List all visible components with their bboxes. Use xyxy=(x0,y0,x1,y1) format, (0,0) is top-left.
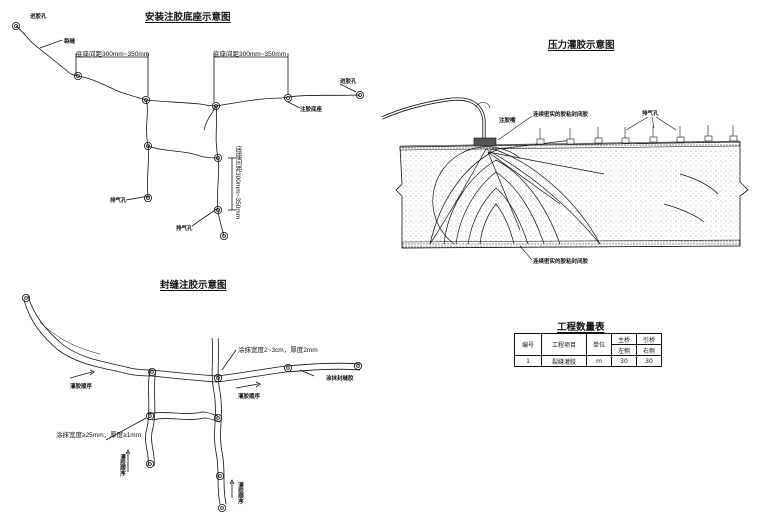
header-left-group: 主桥 xyxy=(611,333,637,345)
nozzle-label: 注胶嘴 xyxy=(499,118,516,124)
header-right-group: 引桥 xyxy=(636,333,662,345)
base-panel-title: 安装注胶底座示意图 xyxy=(145,12,231,23)
spacing-right-label: 底座间距300mm~350mm xyxy=(213,51,287,58)
row-main: 30 xyxy=(611,355,637,367)
injection-base xyxy=(11,21,364,240)
header-no: 编号 xyxy=(514,333,542,356)
injection-base xyxy=(21,293,362,512)
order-vertical-right-label: 灌胶顺序 xyxy=(237,482,243,504)
seal-bottom-label: 连续密实的胶粘封闭胶 xyxy=(533,259,589,265)
injection-nozzle-base xyxy=(473,137,497,147)
quantity-table-title: 工程数量表 xyxy=(557,322,605,333)
header-sub-right: 右侧 xyxy=(636,344,662,356)
base-install-diagram xyxy=(11,21,364,240)
row-unit: m xyxy=(586,355,612,367)
header-sub-left: 左侧 xyxy=(611,344,637,356)
header-item: 工程项目 xyxy=(541,333,587,356)
row-no: 1 xyxy=(514,355,542,367)
pressure-panel-title: 压力灌胶示意图 xyxy=(548,40,615,51)
row-approach: 30 xyxy=(636,355,662,367)
vent-label: 排气孔 xyxy=(642,111,659,117)
width-bottom-label: 涂抹宽度≥25mm，厚度≥1mm xyxy=(56,432,142,439)
order-vertical-left-label: 灌胶顺序 xyxy=(119,454,125,476)
drain-hole-label: 进胶孔 xyxy=(30,14,47,20)
seal-top-label: 连续密实的胶粘封闭胶 xyxy=(533,112,589,118)
order-left-label: 灌胶顺序 xyxy=(70,384,93,390)
row-item: 裂缝灌胶 xyxy=(541,355,587,367)
vent-nozzles xyxy=(536,135,738,145)
width-top-label: 涂抹宽度2~3cm，厚度2mm xyxy=(238,347,318,354)
pressure-injection-diagram xyxy=(381,97,749,261)
seal-panel-title: 封缝注胶示意图 xyxy=(160,280,227,291)
crack-label: 裂缝 xyxy=(64,39,76,45)
order-mid-label: 灌胶顺序 xyxy=(238,394,261,400)
drain-hole-right-label: 进胶孔 xyxy=(340,79,357,85)
injection-base-label: 注胶底座 xyxy=(300,107,323,113)
seal-glue-label: 涂抹封缝胶 xyxy=(326,376,354,382)
spacing-vertical-label: 底座间距300mm~350mm xyxy=(234,146,241,220)
seal-crack-diagram xyxy=(21,293,362,512)
table-row: 1 裂缝灌胶 m 30 30 xyxy=(514,355,662,367)
vent-hole-bottom-label: 排气孔 xyxy=(176,226,193,232)
header-unit: 单位 xyxy=(586,333,612,356)
vent-hole-left-label: 排气孔 xyxy=(110,198,127,204)
quantity-table: 编号 工程项目 单位 主桥 引桥 左侧 右侧 1 裂缝灌胶 m 30 30 xyxy=(514,333,662,367)
spacing-left-label: 底座间距300mm~350mm xyxy=(76,51,150,58)
